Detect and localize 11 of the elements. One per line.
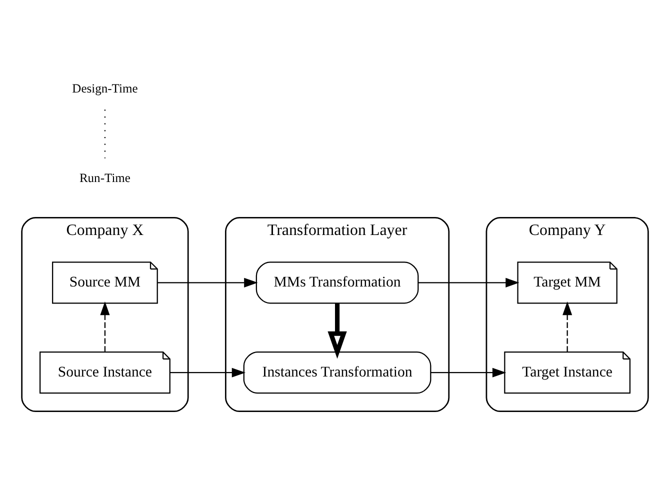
arrow <box>430 367 506 377</box>
arrow <box>157 277 258 287</box>
arrow <box>170 367 246 377</box>
arrow <box>562 300 572 352</box>
arrow <box>100 300 110 352</box>
arrow <box>328 302 347 358</box>
label: Run-Time <box>79 170 130 185</box>
label: Design-Time <box>72 80 138 95</box>
node-box: MMs Transformation <box>256 261 419 304</box>
arrow <box>418 277 520 287</box>
node-box: Instances Transformation <box>243 351 432 394</box>
